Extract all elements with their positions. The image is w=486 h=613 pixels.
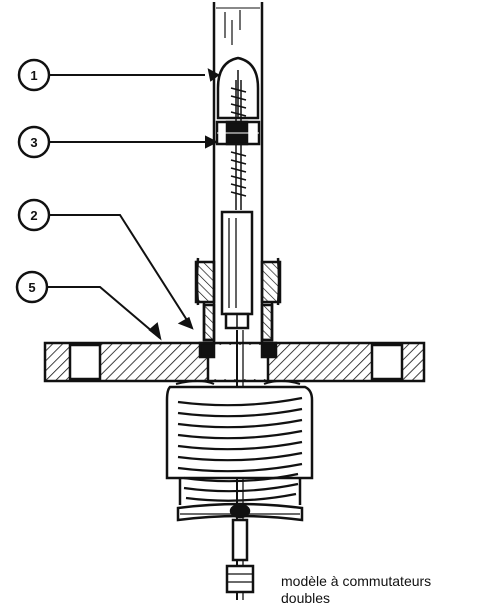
lower-stem-nut <box>225 518 255 594</box>
callout-2: 2 <box>17 198 51 232</box>
callout-3-number: 3 <box>30 135 37 150</box>
hex-fitting <box>194 257 282 342</box>
callout-3: 3 <box>17 125 51 159</box>
callout-5-number: 5 <box>28 280 35 295</box>
float-bulb <box>216 56 260 120</box>
callout-1-number: 1 <box>30 68 37 83</box>
callout-1: 1 <box>17 58 51 92</box>
spring-housing <box>165 380 314 505</box>
diagram-caption: modèle à commutateurs doubles <box>281 573 481 607</box>
callout-2-number: 2 <box>30 208 37 223</box>
caption-line-1: modèle à commutateurs <box>281 573 432 589</box>
leader-lines <box>48 68 220 341</box>
mounting-flange <box>43 330 426 600</box>
caption-line-2: doubles <box>281 590 331 606</box>
adjustment-nut <box>215 120 261 146</box>
callout-5: 5 <box>15 270 49 304</box>
spring-plate <box>176 502 304 522</box>
magnet-sleeve <box>220 210 254 330</box>
